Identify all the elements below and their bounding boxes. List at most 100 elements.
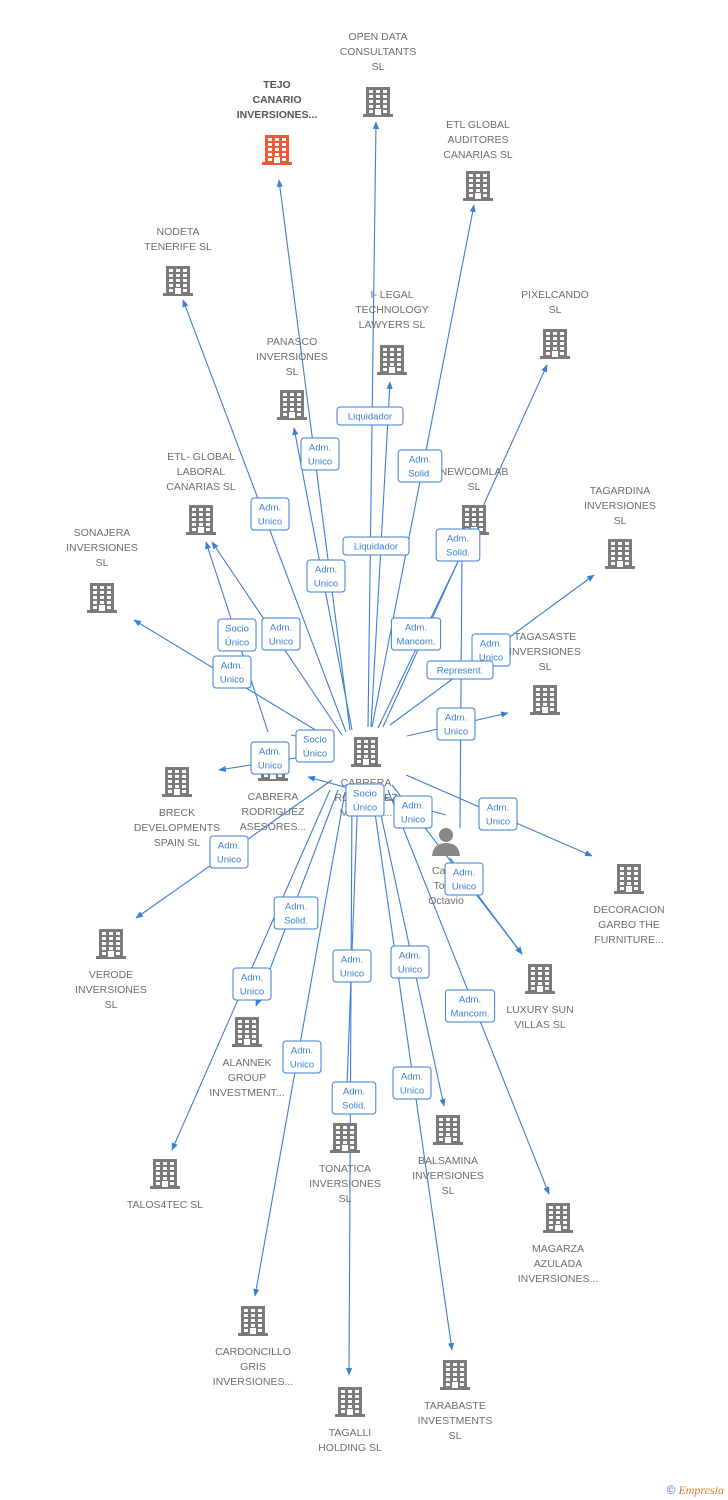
edge-label-box [282,1040,322,1074]
node-label: GARBO THE [598,919,660,931]
edge-label-center-verode[interactable]: Adm.Unico [209,835,249,869]
edge-label-box [426,660,494,680]
edge-label-center-luxury[interactable]: Adm.Unico [393,795,433,829]
edge-label-center-pixelcando[interactable]: Adm.Solid. [435,528,481,562]
node-label: INVERSIONES... [213,1376,294,1388]
edge-label-center-alannek[interactable]: Adm.Solid. [273,896,319,930]
edge-label-center-tagalli[interactable]: Adm.Unico [332,949,372,983]
edge-label-text: Adm. [453,868,475,879]
node-label: TENERIFE SL [144,241,212,253]
edge-label-box [261,617,301,651]
edge-label-text: Solid. [446,548,470,559]
edge-label-text: Adm. [270,623,292,634]
edge-label-text: Solid. [284,916,308,927]
edge-label-text: Unico [258,517,282,528]
footer-brand[interactable]: © Empresia [667,1483,724,1498]
node-label: SL [614,515,627,527]
person-icon [432,828,460,856]
node-talos[interactable]: TALOS4TEC SL [127,1159,203,1211]
edge-label-center-cardoncillo[interactable]: Adm.Unico [282,1040,322,1074]
edge-label-center-tarabaste[interactable]: Adm.Unico [392,1066,432,1100]
nodes-layer: CABRERARODRIGUEZMANUEL...OPEN DATACONSUL… [66,31,664,1454]
edge-label-box [250,741,290,775]
node-label: RODRIGUEZ [242,806,306,818]
edge-label-text: Adm. [445,713,467,724]
edge-label-box [390,617,442,651]
edge-label-text: Liquidador [348,412,392,423]
edge-label-center-panasco[interactable]: Adm.Unico [306,559,346,593]
edge-label-person-luxury[interactable]: Adm.Unico [444,862,484,896]
edge-label-center-newcomlab[interactable]: Adm.Mancom. [390,617,442,651]
node-label: LUXURY SUN [506,1004,573,1016]
edge-label-box [397,449,443,483]
node-label: NEWCOMLAB [440,466,509,478]
edge-label-center-breck[interactable]: Adm.Unico [250,741,290,775]
edge-label-center-tagardina[interactable]: Adm.Unico [471,633,511,667]
edge-label-center-etl_laboral[interactable]: Adm.Unico [261,617,301,651]
edge-label-text: Adm. [459,995,481,1006]
edge-label-text: Solid. [342,1101,366,1112]
edge-label-center-tejo[interactable]: Adm.Unico [300,437,340,471]
node-label: CANARIAS SL [166,481,236,493]
edge-label-center-tonatica[interactable]: Adm.Solid. [331,1081,377,1115]
edge-label-center-open_data[interactable]: Liquidador [336,406,404,426]
node-label: SL [96,557,109,569]
edge-label-box [435,528,481,562]
edge-label-text: Adm. [315,565,337,576]
edge-label-box [209,835,249,869]
node-magarza[interactable]: MAGARZAAZULADAINVERSIONES... [518,1203,599,1285]
edge-label-box [444,862,484,896]
edge-label-box [273,896,319,930]
building-icon [614,864,644,894]
edge-label-box [331,1081,377,1115]
edge-label-center-talos[interactable]: Adm.Unico [232,967,272,1001]
edge-label-center-ilegal[interactable]: Liquidador [342,536,410,556]
edge-label-person-tagardina[interactable]: Represent. [426,660,494,680]
node-alannek[interactable]: ALANNEKGROUPINVESTMENT... [209,1017,285,1099]
edge-label-center-sonajera[interactable]: Adm.Unico [212,655,252,689]
edge-label-center-nodeta[interactable]: Adm.Unico [250,497,290,531]
node-label: VILLAS SL [514,1019,566,1031]
node-label: BALSAMINA [418,1155,478,1167]
node-label: SL [372,61,385,73]
edge-label-box [217,618,257,652]
building-icon [525,964,555,994]
edge-label-center-tagasaste[interactable]: Adm.Unico [436,707,476,741]
node-luxury[interactable]: LUXURY SUN VILLAS SL [506,964,574,1031]
node-label: SONAJERA [74,527,131,539]
edge-label-center-etl_auditores[interactable]: Adm.Solid. [397,449,443,483]
edge-label-center-balsamina[interactable]: Adm.Unico [390,945,430,979]
node-tejo[interactable]: TEJOCANARIOINVERSIONES... [237,79,318,165]
node-cardoncillo[interactable]: CARDONCILLOGRISINVERSIONES... [213,1306,294,1388]
edge-label-center-decoracion[interactable]: Adm.Unico [478,797,518,831]
edge-label-center-magarza[interactable]: Adm.Mancom. [444,989,496,1023]
edge-label-text: Adm. [402,801,424,812]
edge-label-box [342,536,410,556]
edge-label-box [212,655,252,689]
building-icon [351,737,381,767]
edge-label-text: Adm. [409,455,431,466]
node-label: ETL GLOBAL [446,119,510,131]
edge-label-box [392,1066,432,1100]
